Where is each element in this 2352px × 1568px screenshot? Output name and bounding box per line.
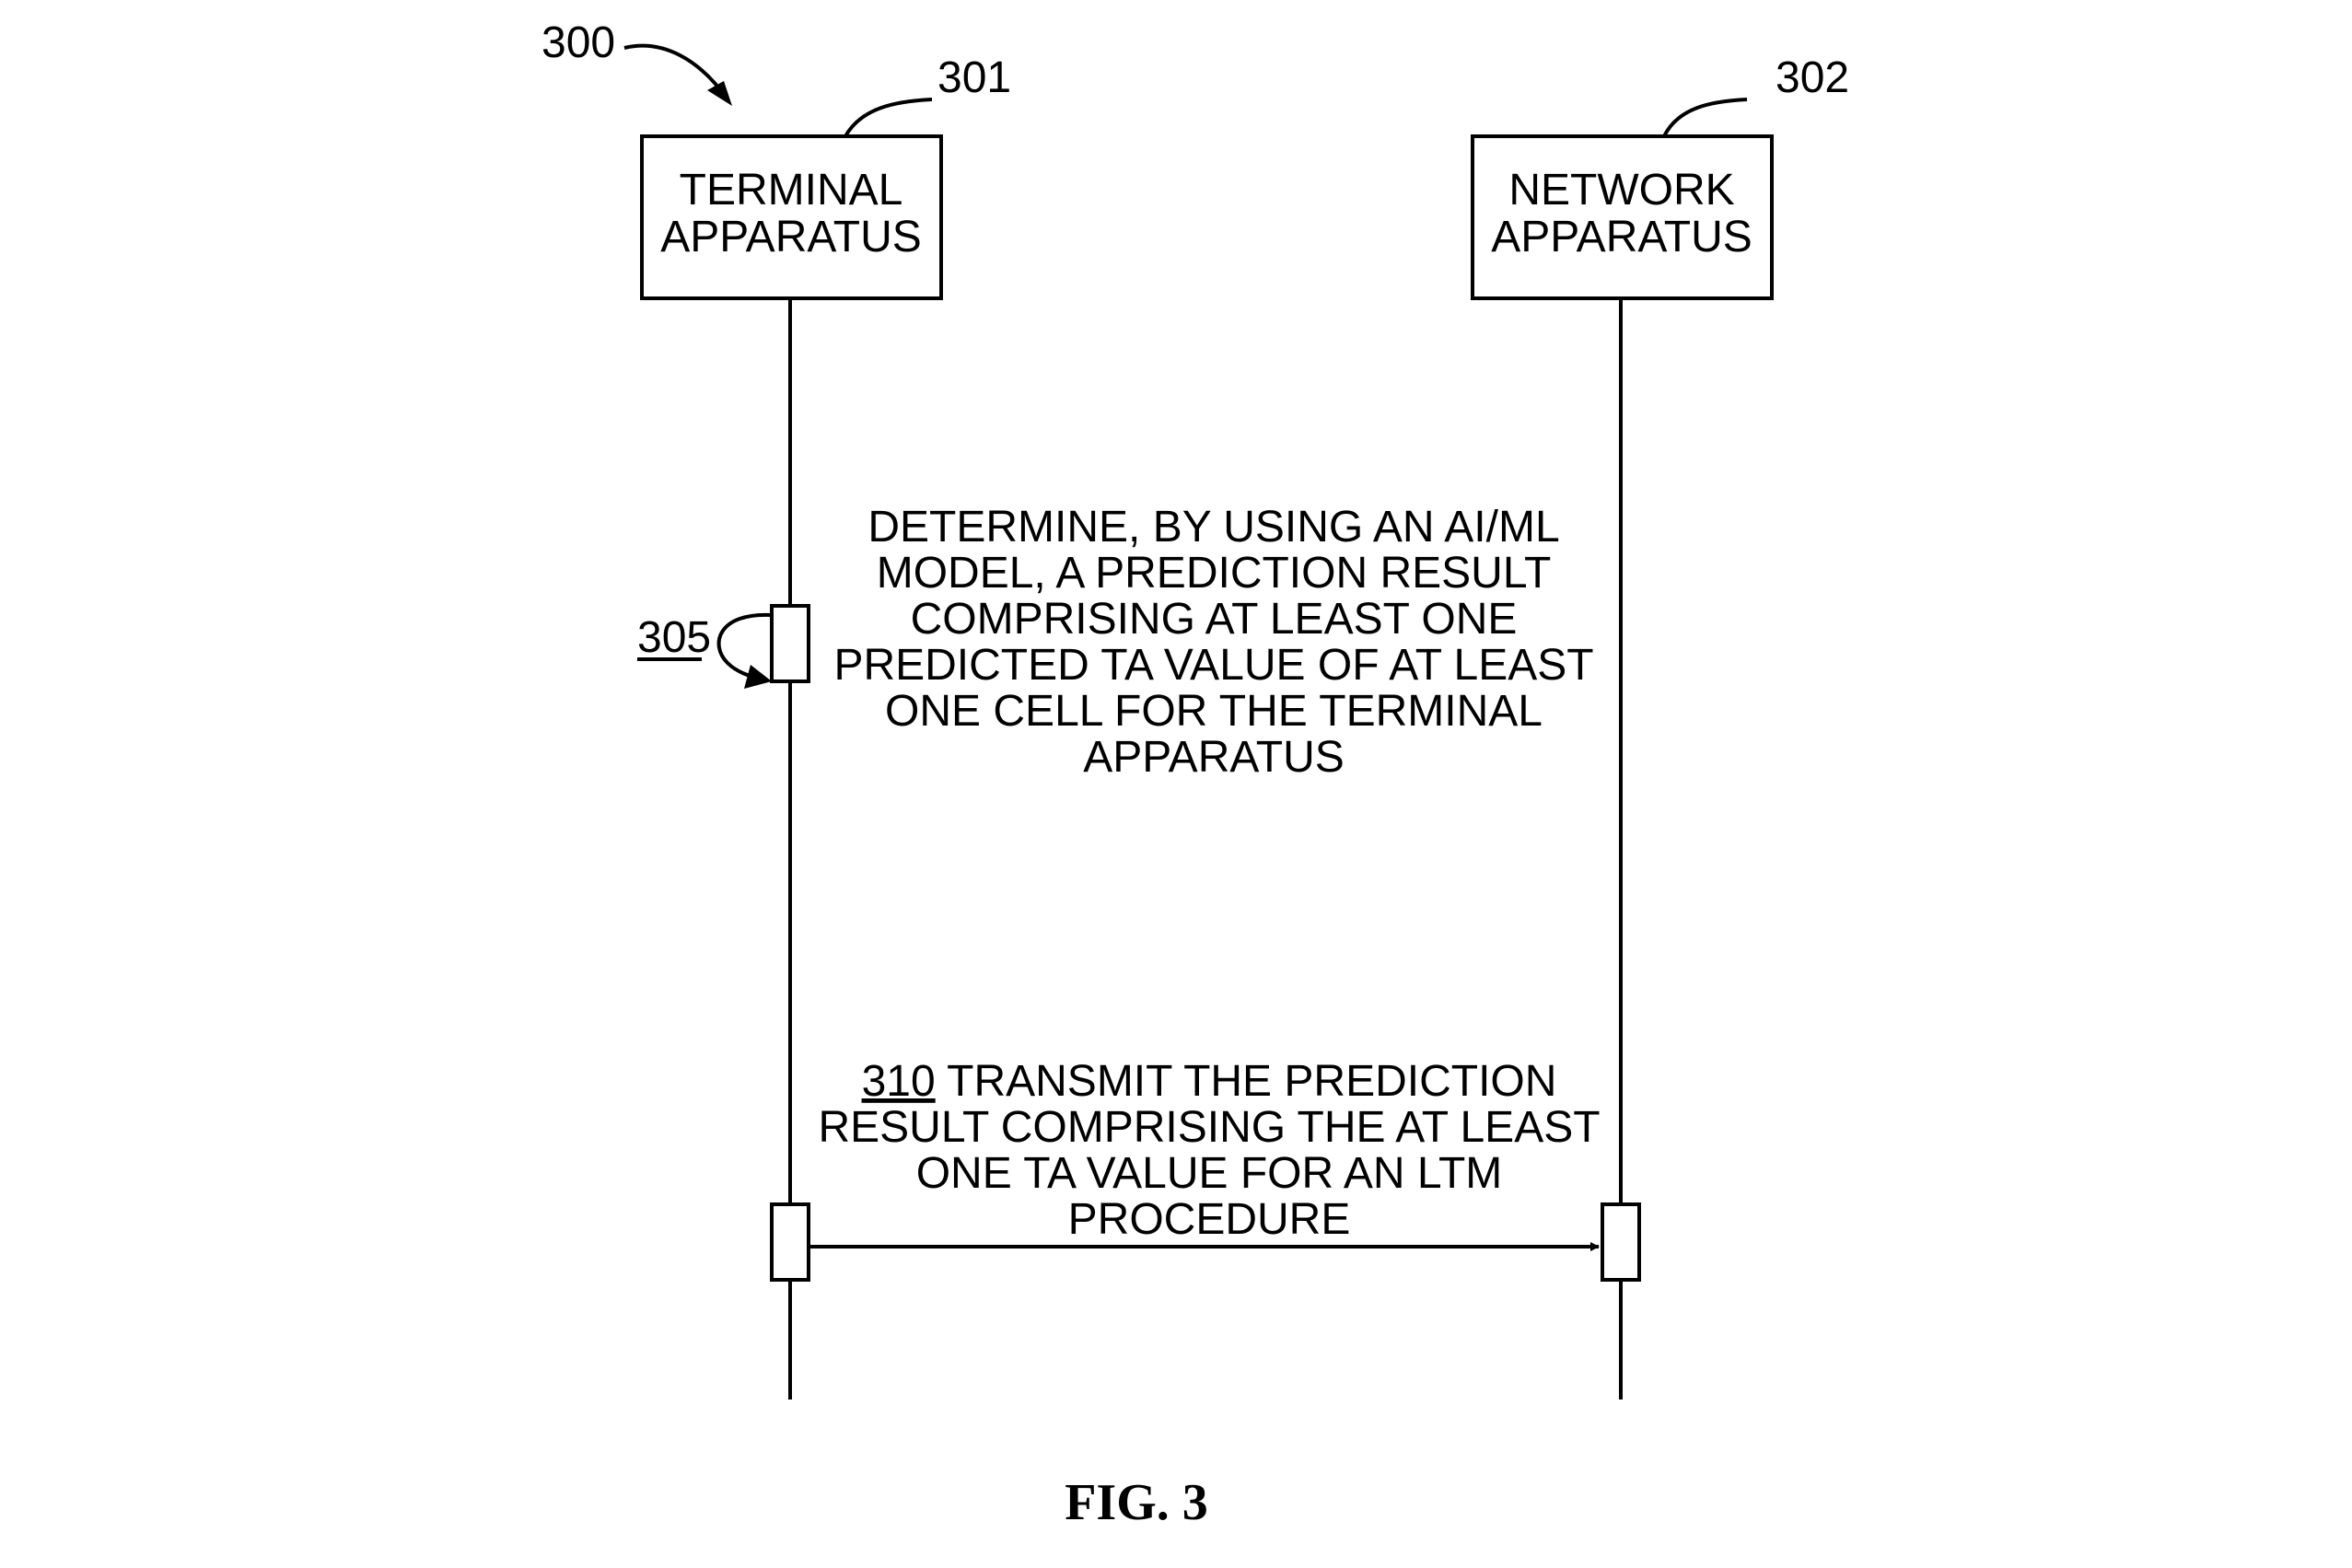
- network-apparatus-box: [1471, 134, 1774, 300]
- step-310-text-line2: RESULT COMPRISING THE AT LEAST: [818, 1103, 1600, 1152]
- step-310-ref-label: 310: [862, 1057, 936, 1106]
- step-310-text-line4: PROCEDURE: [1068, 1195, 1351, 1244]
- terminal-ref-label: 301: [937, 53, 1011, 102]
- step-305-activation-box: [770, 604, 810, 683]
- step-310-terminal-activation-box: [770, 1202, 810, 1282]
- network-ref-leader: [1662, 98, 1748, 137]
- network-ref-label: 302: [1776, 53, 1849, 102]
- step-310-network-activation-box: [1601, 1202, 1641, 1282]
- step-305-text-line3: COMPRISING AT LEAST ONE: [911, 595, 1518, 644]
- network-apparatus-label-line1: NETWORK: [1508, 166, 1734, 215]
- step-310-text-line1: 310 TRANSMIT THE PREDICTION: [862, 1057, 1557, 1106]
- network-apparatus-entity: NETWORK APPARATUS 302: [1471, 53, 1849, 300]
- figure-ref-label: 300: [541, 18, 615, 67]
- step-305-ref-label: 305: [637, 613, 711, 662]
- step-305-text-line2: MODEL, A PREDICTION RESULT: [877, 549, 1552, 598]
- terminal-apparatus-label-line1: TERMINAL: [680, 166, 903, 215]
- step-305-self-loop-arrow: [716, 612, 773, 680]
- network-apparatus-label-line2: APPARATUS: [1491, 213, 1752, 261]
- step-310-text-line1-rest: TRANSMIT THE PREDICTION: [936, 1057, 1557, 1106]
- terminal-apparatus-label-line2: APPARATUS: [660, 213, 922, 261]
- figure-ref-arrowhead: [707, 81, 732, 106]
- step-305-text-line1: DETERMINE, BY USING AN AI/ML: [867, 503, 1559, 552]
- step-305-self-loop-arrowhead: [744, 665, 772, 689]
- step-305-text-line6: APPARATUS: [1083, 733, 1345, 782]
- step-305-text-line4: PREDICTED TA VALUE OF AT LEAST: [833, 641, 1593, 690]
- step-305-text-line5: ONE CELL FOR THE TERMINAL: [885, 687, 1543, 736]
- terminal-ref-leader: [844, 98, 933, 138]
- step-305: 305 DETERMINE, BY USING AN AI/ML MODEL, …: [637, 503, 1594, 782]
- step-310-text-line3: ONE TA VALUE FOR AN LTM: [916, 1149, 1503, 1198]
- step-310: 310 TRANSMIT THE PREDICTION RESULT COMPR…: [770, 1057, 1641, 1282]
- terminal-apparatus-entity: TERMINAL APPARATUS 301: [640, 53, 1011, 300]
- figure-caption: FIG. 3: [1065, 1474, 1208, 1531]
